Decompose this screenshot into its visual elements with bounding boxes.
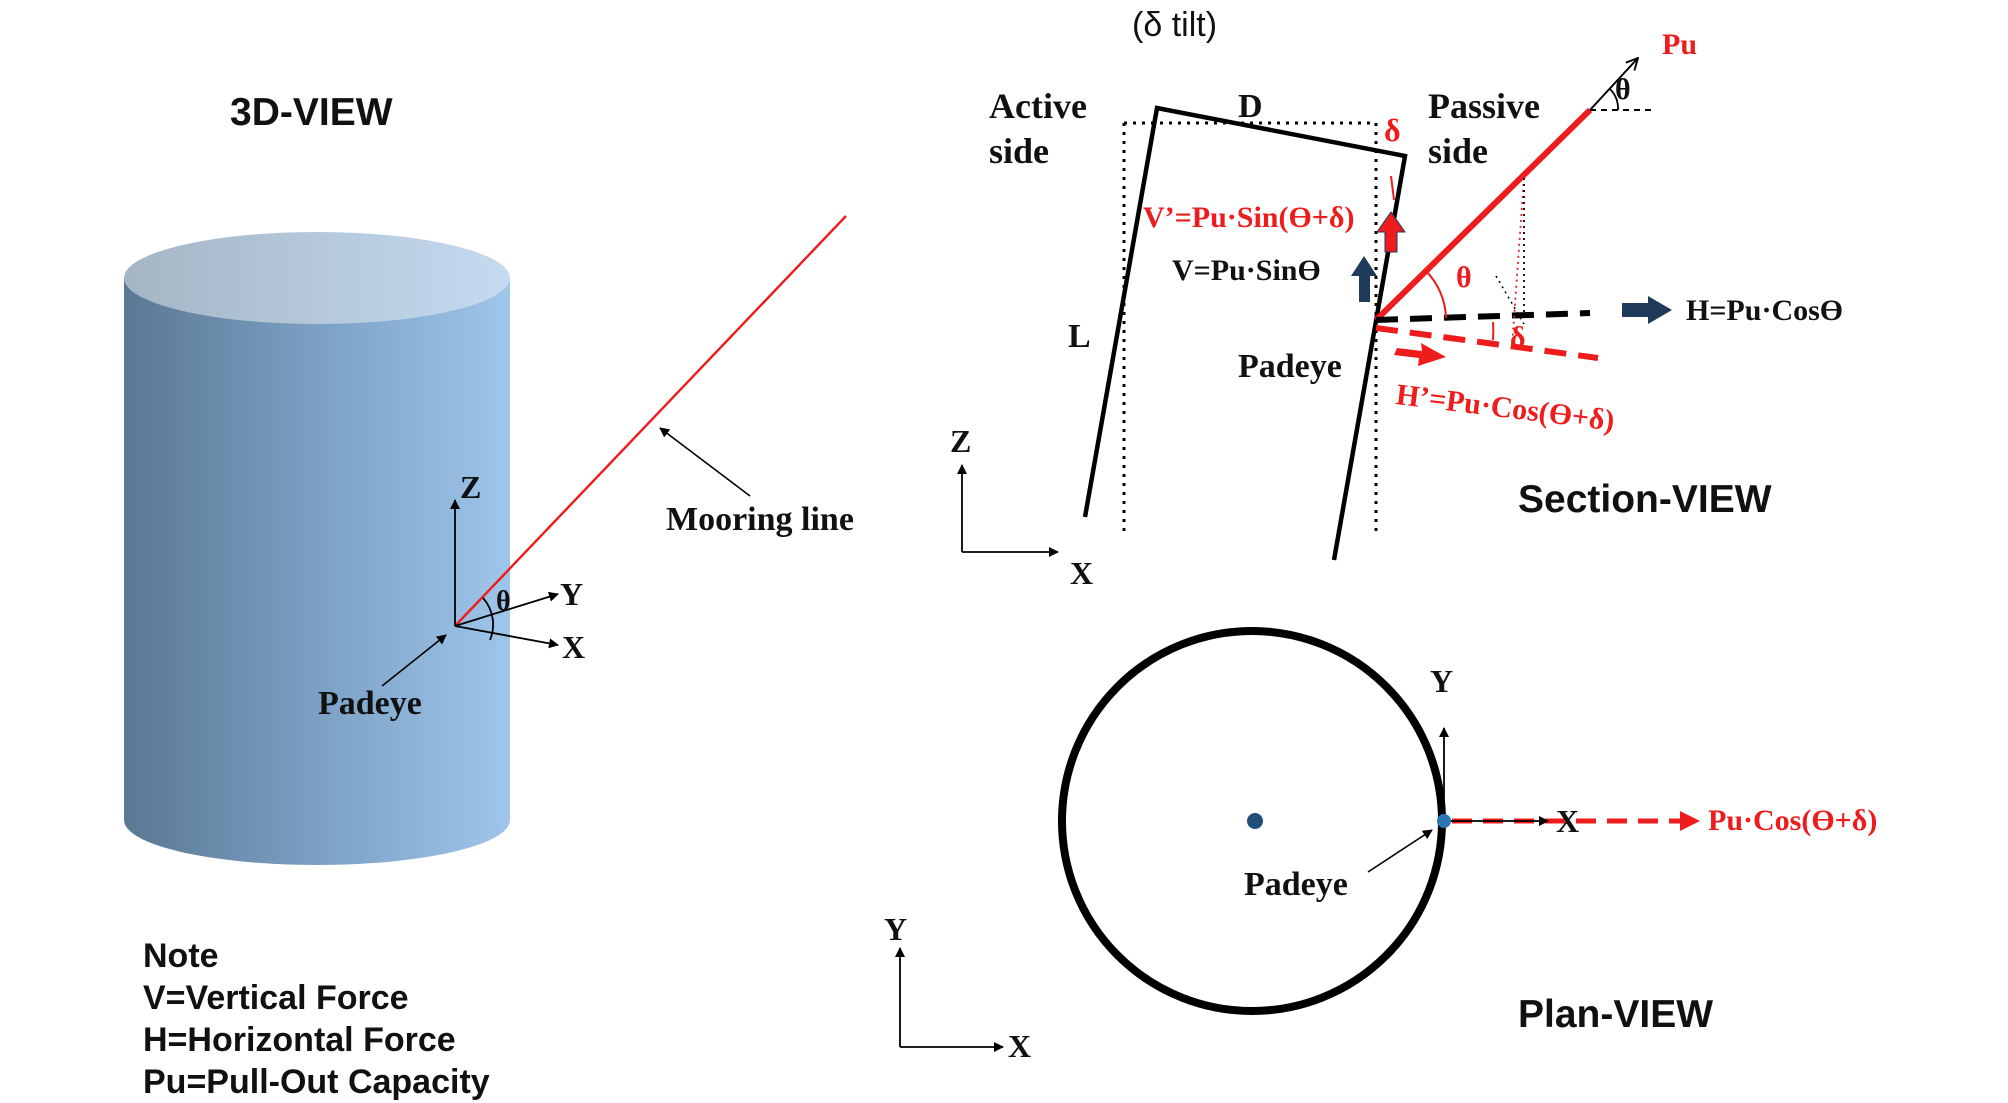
- theta-label-3d: θ: [496, 588, 511, 616]
- axis-x-plan-local: X: [1556, 805, 1579, 837]
- padeye-dot-plan: [1437, 814, 1451, 828]
- mooring-line-3d: [455, 216, 846, 626]
- mooring-line-label: Mooring line: [666, 503, 854, 537]
- untilted-outline: [1124, 123, 1376, 535]
- pu-direction-arrow: [1590, 58, 1638, 110]
- theta-label-top: θ: [1615, 75, 1631, 105]
- axis-x-plan: X: [1008, 1030, 1031, 1062]
- theta-arc-section: [1425, 270, 1446, 318]
- passive-side-label-1: Passive: [1428, 88, 1540, 124]
- length-label: L: [1068, 320, 1091, 354]
- passive-side-label-2: side: [1428, 133, 1488, 169]
- pu-label: Pu: [1662, 30, 1697, 60]
- note-title: Note: [143, 935, 219, 977]
- theta-label-section: θ: [1456, 263, 1472, 293]
- axis-y-3d: Y: [560, 578, 583, 610]
- h-prime-arrow: [1394, 343, 1446, 366]
- padeye-label-3d: Padeye: [318, 687, 422, 721]
- axis-y-plan: Y: [884, 913, 907, 945]
- note-line-pu: Pu=Pull-Out Capacity: [143, 1061, 490, 1103]
- axes-section: [962, 465, 1058, 552]
- h-arrow: [1622, 296, 1672, 324]
- delta-tilt-arc: [1391, 176, 1394, 200]
- title-section-view: Section-VIEW: [1518, 480, 1772, 519]
- active-side-label-1: Active: [989, 88, 1087, 124]
- caisson-section: [1085, 108, 1405, 560]
- tilt-label: (δ tilt): [1132, 8, 1217, 42]
- note-line-h: H=Horizontal Force: [143, 1019, 456, 1061]
- v-label: V=Pu·SinƟ: [1172, 256, 1321, 286]
- center-dot: [1247, 813, 1263, 829]
- active-side-label-2: side: [989, 133, 1049, 169]
- padeye-label-section: Padeye: [1238, 350, 1342, 384]
- pu-cos-label: Pu·Cos(Ɵ+δ): [1708, 806, 1877, 836]
- v-prime-label: V’=Pu·Sin(Ɵ+δ): [1143, 203, 1354, 233]
- horizontal-ref-dashed: [1376, 313, 1590, 320]
- title-3d-view: 3D-VIEW: [230, 93, 393, 132]
- note-line-v: V=Vertical Force: [143, 977, 409, 1019]
- delta-label-bottom: δ: [1510, 323, 1526, 353]
- axis-z-section: Z: [950, 425, 971, 457]
- v-prime-arrow: [1377, 212, 1405, 252]
- h-label: H=Pu·CosƟ: [1686, 296, 1843, 326]
- diameter-label: D: [1238, 90, 1263, 124]
- axis-x-section: X: [1070, 557, 1093, 589]
- mooring-line-pointer: [660, 428, 750, 496]
- padeye-pointer-plan: [1368, 830, 1432, 872]
- delta-label-top: δ: [1384, 114, 1401, 146]
- axis-z-3d: Z: [460, 471, 481, 503]
- axes-plan: [900, 948, 1003, 1047]
- title-plan-view: Plan-VIEW: [1518, 995, 1713, 1034]
- v-arrow: [1351, 256, 1377, 302]
- axis-x-3d: X: [562, 631, 585, 663]
- axis-y-plan-local: Y: [1430, 665, 1453, 697]
- padeye-label-plan: Padeye: [1244, 868, 1348, 902]
- cylinder-3d: [124, 232, 510, 865]
